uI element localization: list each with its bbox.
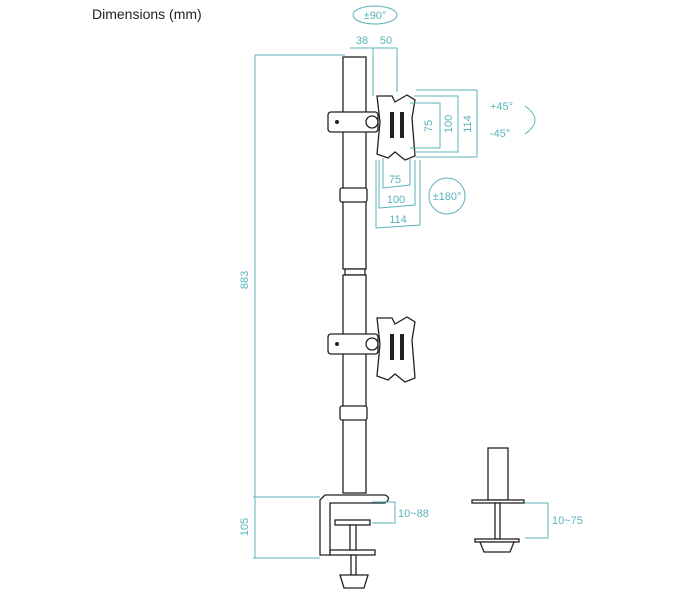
swivel-indicator: ±90° <box>352 5 398 25</box>
height-883-label: 883 <box>239 271 251 289</box>
grommet-range-dimension: 10~75 <box>525 502 583 539</box>
clamp-height-label: 105 <box>239 518 251 536</box>
vesa-h-75-label: 75 <box>423 120 435 132</box>
vesa-h-114-label: 114 <box>462 115 474 133</box>
grommet-mount <box>471 447 525 553</box>
collar <box>339 405 368 421</box>
tilt-down-label: -45° <box>490 128 510 140</box>
height-dimension: 883 <box>239 55 256 497</box>
grommet-range-label: 10~75 <box>552 515 583 527</box>
desk-clamp <box>319 494 390 589</box>
lower-vesa-bracket <box>327 316 416 383</box>
clamp-height-dimension: 105 <box>239 496 320 559</box>
vesa-width-dimensions: 75 100 114 <box>375 158 421 229</box>
vesa-w-114-label: 114 <box>389 214 407 226</box>
arm-offset-dimension: 38 50 <box>255 35 398 96</box>
upper-vesa-bracket <box>327 94 416 161</box>
collar <box>339 187 368 203</box>
clamp-range-label: 10~88 <box>398 508 429 520</box>
vesa-height-dimensions: 75 100 114 <box>410 89 478 158</box>
tilt-up-label: +45° <box>490 101 513 113</box>
clamp-range-dimension: 10~88 <box>372 501 429 524</box>
pole <box>339 56 368 494</box>
offset-50-label: 50 <box>380 35 392 47</box>
tilt-indicator: +45° -45° <box>490 101 536 140</box>
vesa-w-100-label: 100 <box>387 194 405 206</box>
diagram-title: Dimensions (mm) <box>92 6 202 22</box>
rotation-indicator: ±180° <box>428 177 466 215</box>
swivel-label: ±90° <box>364 10 387 22</box>
vesa-w-75-label: 75 <box>389 174 401 186</box>
vesa-h-100-label: 100 <box>443 115 455 133</box>
rotation-label: ±180° <box>433 191 462 203</box>
offset-38-label: 38 <box>356 35 368 47</box>
